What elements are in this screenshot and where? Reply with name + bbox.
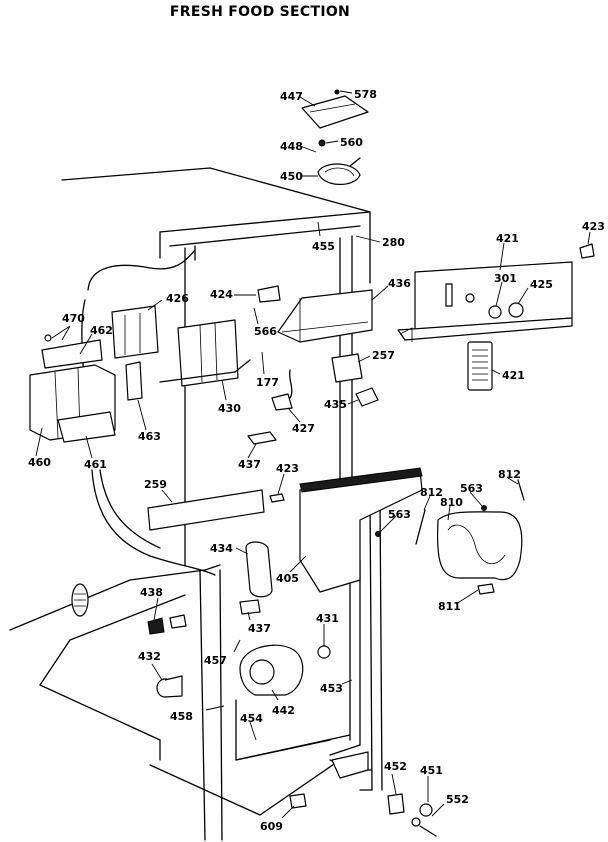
part-label: 421 (496, 232, 519, 245)
part-label: 463 (138, 430, 161, 443)
part-label: 552 (446, 793, 469, 806)
bottom-parts (147, 599, 437, 837)
part-label: 609 (260, 820, 283, 833)
part-label: 437 (248, 622, 271, 635)
part-label: 425 (530, 278, 553, 291)
part-label: 563 (388, 508, 411, 521)
part-label: 453 (320, 682, 343, 695)
part-label: 452 (384, 760, 407, 773)
part-label: 470 (62, 312, 85, 325)
cabinet-frame (9, 167, 383, 841)
left-side-parts (29, 334, 116, 443)
part-label: 426 (166, 292, 189, 305)
part-label: 578 (354, 88, 377, 101)
part-label: 560 (340, 136, 363, 149)
part-label: 257 (372, 349, 395, 362)
part-label: 566 (254, 325, 277, 338)
part-label: 432 (138, 650, 161, 663)
part-label: 812 (498, 468, 521, 481)
section-title: FRESH FOOD SECTION (169, 4, 351, 20)
part-label: 421 (502, 369, 525, 382)
part-label: 461 (84, 458, 107, 471)
top-cover-assembly (301, 89, 369, 185)
part-label: 563 (460, 482, 483, 495)
part-label: 434 (210, 542, 233, 555)
part-label: 423 (582, 220, 605, 233)
part-label: 448 (280, 140, 303, 153)
part-label: 812 (420, 486, 443, 499)
part-label: 431 (316, 612, 339, 625)
control-panel (397, 243, 595, 391)
part-label: 280 (382, 236, 405, 249)
part-number-labels: 447 578 448 560 450 455 280 421 423 436 … (28, 88, 605, 833)
part-label: 460 (28, 456, 51, 469)
part-label: 438 (140, 586, 163, 599)
part-label: 457 (204, 654, 227, 667)
part-label: 436 (388, 277, 411, 290)
part-label: 447 (280, 90, 303, 103)
part-label: 259 (144, 478, 167, 491)
part-label: 811 (438, 600, 461, 613)
part-label: 427 (292, 422, 315, 435)
part-label: 405 (276, 572, 299, 585)
part-label: 430 (218, 402, 241, 415)
part-label: 451 (420, 764, 443, 777)
leader-lines (35, 90, 591, 819)
part-label: 435 (324, 398, 347, 411)
part-label: 458 (170, 710, 193, 723)
part-label: 301 (494, 272, 517, 285)
part-label: 810 (440, 496, 463, 509)
air-duct-parts (147, 431, 423, 598)
part-label: 423 (276, 462, 299, 475)
part-label: 177 (256, 376, 279, 389)
part-label: 462 (90, 324, 113, 337)
part-label: 442 (272, 704, 295, 717)
part-label: 437 (238, 458, 261, 471)
heater-assembly (375, 479, 525, 595)
part-label: 454 (240, 712, 263, 725)
part-label: 455 (312, 240, 335, 253)
thermostat-parts (111, 285, 379, 411)
part-label: 424 (210, 288, 233, 301)
part-label: 450 (280, 170, 303, 183)
